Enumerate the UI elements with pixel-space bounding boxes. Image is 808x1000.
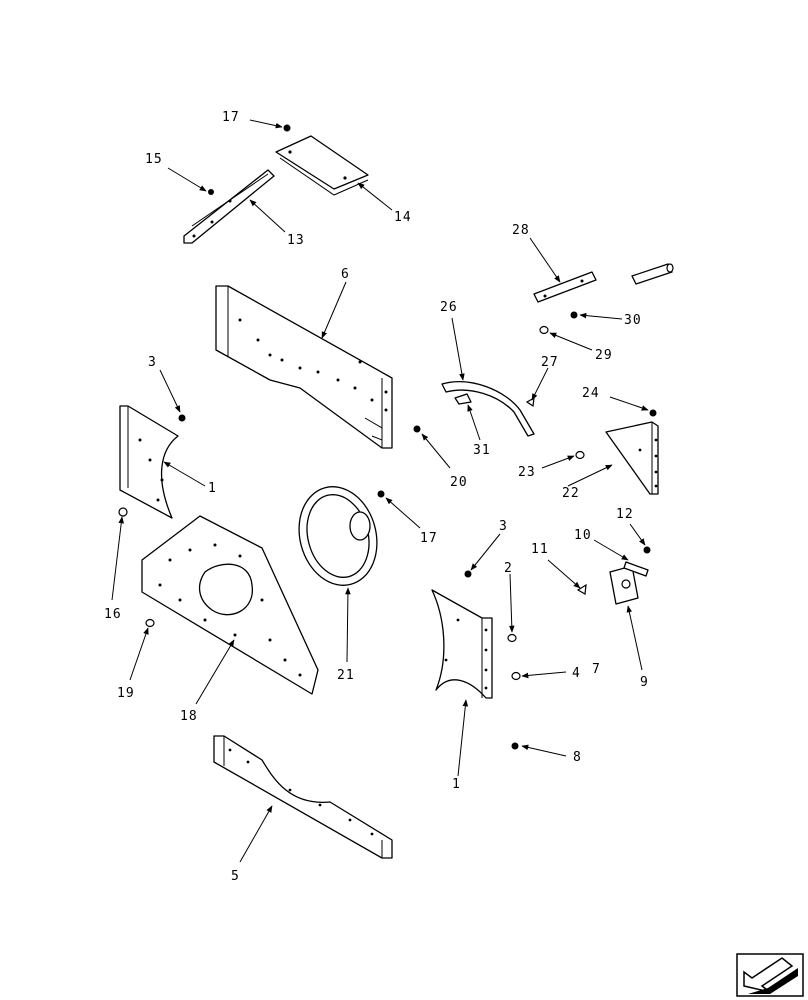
part-10-strip: [623, 561, 649, 577]
part-18-plate: [141, 515, 319, 695]
part-1-side-bracket-lower: [431, 589, 493, 699]
callout-11: 11: [531, 542, 549, 557]
part-9-plate: [609, 565, 639, 605]
part-26-strap: [441, 381, 535, 437]
part-22-bracket: [605, 421, 659, 495]
part-6-panel: [215, 285, 393, 449]
part-14-plate: [275, 135, 369, 196]
callout-7: 7: [592, 662, 601, 677]
callout-6: 6: [341, 267, 350, 282]
callout-21: 21: [337, 668, 355, 683]
callout-18: 18: [180, 709, 198, 724]
callout-1-upper: 1: [208, 481, 217, 496]
callout-9: 9: [640, 675, 649, 690]
callout-10: 10: [574, 528, 592, 543]
pin: [631, 263, 674, 285]
callout-27: 27: [541, 355, 559, 370]
callout-12: 12: [616, 507, 634, 522]
callout-1-lower: 1: [452, 777, 461, 792]
callout-3-lower: 3: [499, 519, 508, 534]
part-5-rail: [213, 735, 393, 859]
part-1-side-bracket-upper: [119, 405, 179, 519]
part-28-bar: [533, 271, 597, 303]
callout-15: 15: [145, 152, 163, 167]
callout-28: 28: [512, 223, 530, 238]
callout-31: 31: [473, 443, 491, 458]
callout-5: 5: [231, 869, 240, 884]
callout-29: 29: [595, 348, 613, 363]
callout-16: 16: [104, 607, 122, 622]
leader-lines: [111, 119, 649, 863]
callout-8: 8: [573, 750, 582, 765]
callout-24: 24: [582, 386, 600, 401]
callout-labels: 17 15 14 13 28 6 30 26 29 3 27 24 31 20 …: [104, 110, 649, 884]
callout-17-middle: 17: [420, 531, 438, 546]
part-21-ring: [298, 486, 378, 586]
callout-23: 23: [518, 465, 536, 480]
navigate-back-icon[interactable]: [736, 953, 804, 997]
callout-2: 2: [504, 561, 513, 576]
callout-17-top: 17: [222, 110, 240, 125]
callout-22: 22: [562, 486, 580, 501]
callout-19: 19: [117, 686, 135, 701]
callout-30: 30: [624, 313, 642, 328]
hardware: [118, 124, 657, 750]
callout-20: 20: [450, 475, 468, 490]
callout-26: 26: [440, 300, 458, 315]
callout-4: 4: [572, 666, 581, 681]
callout-14: 14: [394, 210, 412, 225]
callout-13: 13: [287, 233, 305, 248]
callout-3-upper: 3: [148, 355, 157, 370]
part-13-bracket: [183, 169, 275, 244]
